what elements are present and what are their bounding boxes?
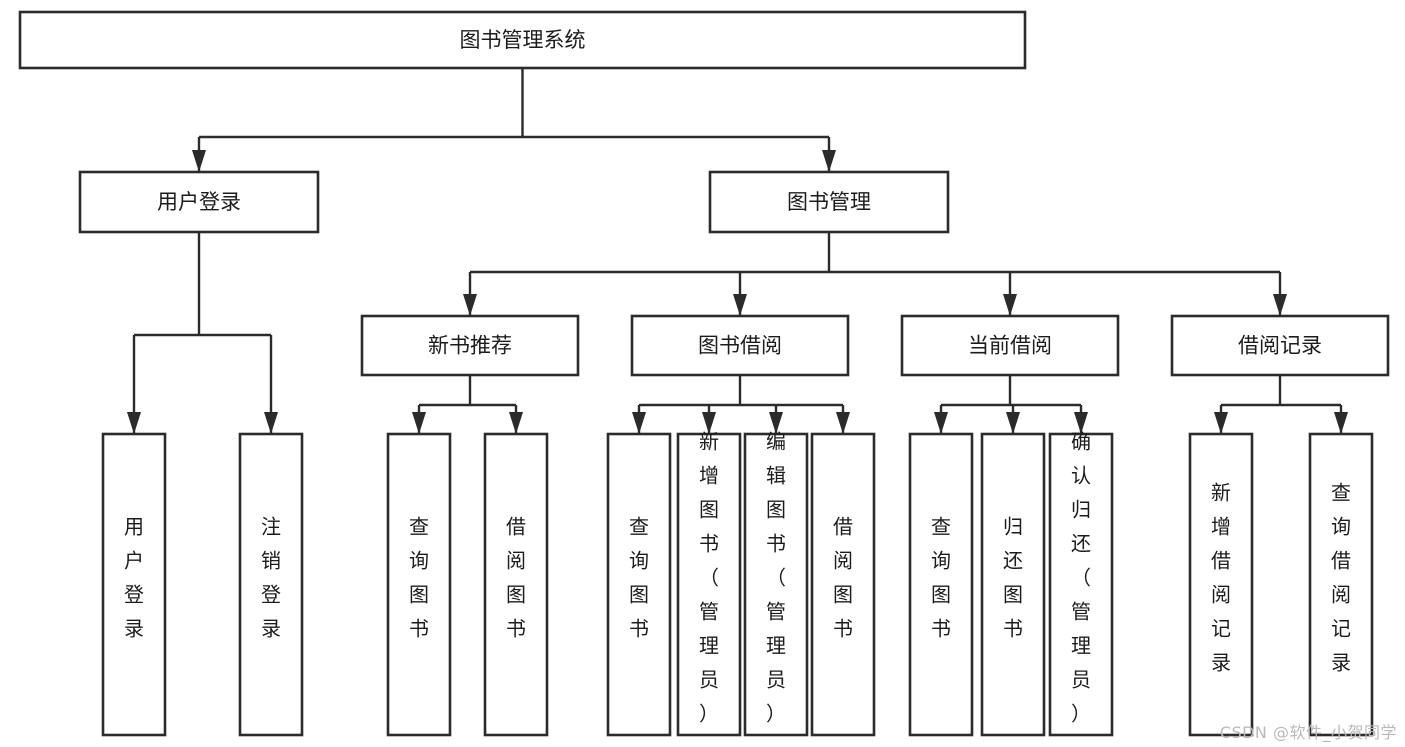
node-确认归还管理员-leaf[interactable]: 确认归还（管理员） [1048, 430, 1114, 737]
arrow-head-icon [509, 412, 523, 434]
node-归还图书-leaf[interactable]: 归还图书 [980, 432, 1046, 737]
node-编辑图书管理员-leaf[interactable]: 编辑图书（管理员） [743, 430, 809, 737]
arrow-head-icon [769, 412, 783, 434]
node-label: 当前借阅 [968, 334, 1052, 358]
node-box [630, 314, 850, 377]
node-box [1308, 432, 1374, 737]
node-box [386, 432, 452, 737]
node-当前借阅-level3[interactable]: 当前借阅 [900, 314, 1120, 377]
node-box [18, 10, 1027, 70]
node-box [360, 314, 580, 377]
node-label: 归还图书 [1003, 515, 1023, 641]
node-label: 用户登录 [157, 190, 241, 214]
node-box [908, 432, 974, 737]
node-借阅记录-level3[interactable]: 借阅记录 [1170, 314, 1390, 377]
node-用户登录-leaf[interactable]: 用户登录 [101, 432, 167, 737]
arrow-head-icon [1214, 412, 1228, 434]
node-label: 查询图书 [629, 515, 649, 641]
node-label: 图书管理系统 [460, 28, 586, 52]
node-box [1188, 432, 1254, 737]
arrow-head-icon [1074, 412, 1088, 434]
node-label: 查询图书 [409, 515, 429, 641]
node-借阅图书-leaf[interactable]: 借阅图书 [483, 432, 549, 737]
node-box [743, 432, 809, 737]
node-box [101, 432, 167, 737]
node-box [606, 432, 672, 737]
node-label: 借阅记录 [1238, 334, 1322, 358]
arrow-head-icon [1273, 294, 1287, 316]
node-box [78, 170, 320, 234]
node-box [1170, 314, 1390, 377]
node-借阅图书-leaf[interactable]: 借阅图书 [810, 432, 876, 737]
arrow-head-icon [702, 412, 716, 434]
arrow-head-icon [1006, 412, 1020, 434]
node-box [1048, 432, 1114, 737]
arrow-head-icon [733, 294, 747, 316]
node-label: 图书借阅 [698, 334, 782, 358]
node-box [708, 170, 950, 234]
node-box [810, 432, 876, 737]
arrow-head-icon [412, 412, 426, 434]
node-label: 用户登录 [124, 515, 144, 641]
arrow-head-icon [192, 150, 206, 172]
node-label: 借阅图书 [506, 515, 526, 641]
node-新增借阅记录-leaf[interactable]: 新增借阅记录 [1188, 432, 1254, 737]
node-box [676, 432, 742, 737]
node-box [900, 314, 1120, 377]
node-box [483, 432, 549, 737]
node-label: 图书管理 [787, 190, 871, 214]
arrow-head-icon [264, 412, 278, 434]
arrow-head-icon [934, 412, 948, 434]
node-用户登录-level2[interactable]: 用户登录 [78, 170, 320, 234]
node-查询借阅记录-leaf[interactable]: 查询借阅记录 [1308, 432, 1374, 737]
node-查询图书-leaf[interactable]: 查询图书 [908, 432, 974, 737]
arrow-head-icon [632, 412, 646, 434]
arrow-head-icon [463, 294, 477, 316]
node-label: 确认归还（管理员） [1071, 430, 1091, 726]
node-label: 新增借阅记录 [1211, 481, 1231, 675]
node-label: 编辑图书（管理员） [766, 430, 786, 726]
node-注销登录-leaf[interactable]: 注销登录 [238, 432, 304, 737]
node-查询图书-leaf[interactable]: 查询图书 [386, 432, 452, 737]
node-查询图书-leaf[interactable]: 查询图书 [606, 432, 672, 737]
node-新增图书管理员-leaf[interactable]: 新增图书（管理员） [676, 430, 742, 737]
node-box [238, 432, 304, 737]
arrow-head-icon [836, 412, 850, 434]
node-图书借阅-level3[interactable]: 图书借阅 [630, 314, 850, 377]
node-图书管理-level2[interactable]: 图书管理 [708, 170, 950, 234]
node-box [980, 432, 1046, 737]
node-label: 查询图书 [931, 515, 951, 641]
node-图书管理系统-root[interactable]: 图书管理系统 [18, 10, 1027, 70]
arrow-head-icon [1334, 412, 1348, 434]
node-label: 新书推荐 [428, 334, 512, 358]
arrow-head-icon [127, 412, 141, 434]
node-label: 注销登录 [261, 515, 281, 641]
node-label: 借阅图书 [833, 515, 853, 641]
arrow-head-icon [822, 150, 836, 172]
node-label: 查询借阅记录 [1331, 481, 1351, 675]
node-新书推荐-level3[interactable]: 新书推荐 [360, 314, 580, 377]
node-label: 新增图书（管理员） [699, 430, 719, 726]
arrow-head-icon [1003, 294, 1017, 316]
